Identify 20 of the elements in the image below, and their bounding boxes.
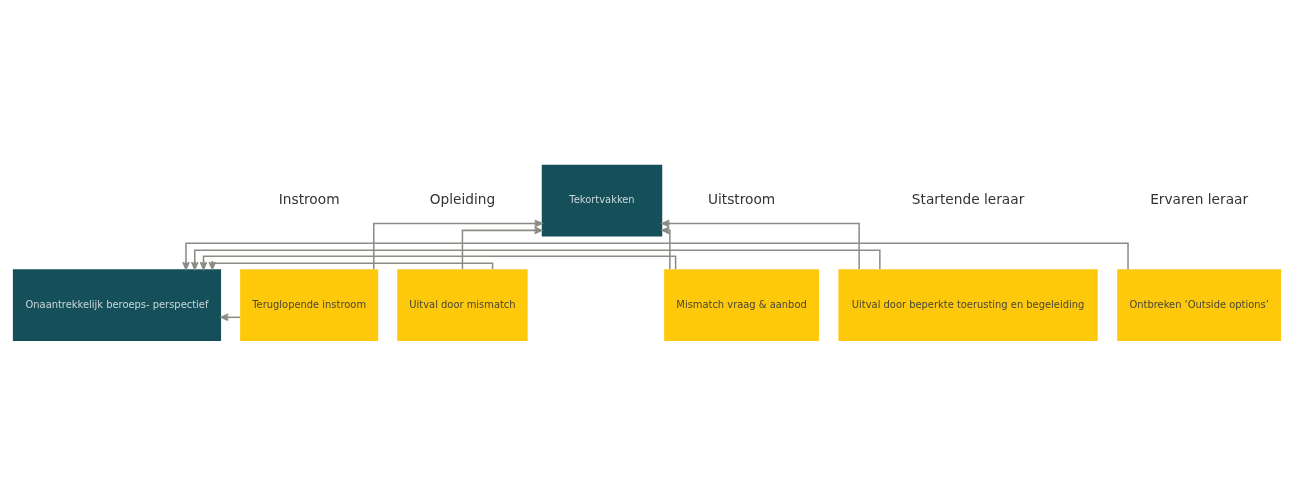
arrow xyxy=(661,226,671,270)
node-box: Mismatch vraag & aanbod xyxy=(664,268,819,341)
node-box: Onaantrekkelijk beroeps- perspectief xyxy=(12,268,222,341)
node-box: Uitval door beperkte toerusting en begeleiding xyxy=(838,268,1098,341)
arrow xyxy=(461,226,543,270)
label: Opleiding xyxy=(429,190,496,207)
arrow xyxy=(199,255,677,270)
arrow xyxy=(190,248,881,270)
label: Startende leraar xyxy=(911,190,1025,207)
label: Ervaren leraar xyxy=(1150,190,1249,207)
node-box: Ontbreken ‘Outside options’ xyxy=(1117,268,1282,341)
label: Uitstroom xyxy=(707,190,776,207)
arrow xyxy=(373,219,543,270)
label: Instroom xyxy=(278,190,340,207)
arrow xyxy=(661,219,860,270)
node-box: Tekortvakken xyxy=(541,164,663,236)
node-box: Teruglopende instroom xyxy=(240,268,379,341)
arrow xyxy=(208,260,494,270)
arrow xyxy=(182,242,1129,270)
node-box: Uitval door mismatch xyxy=(397,268,528,341)
